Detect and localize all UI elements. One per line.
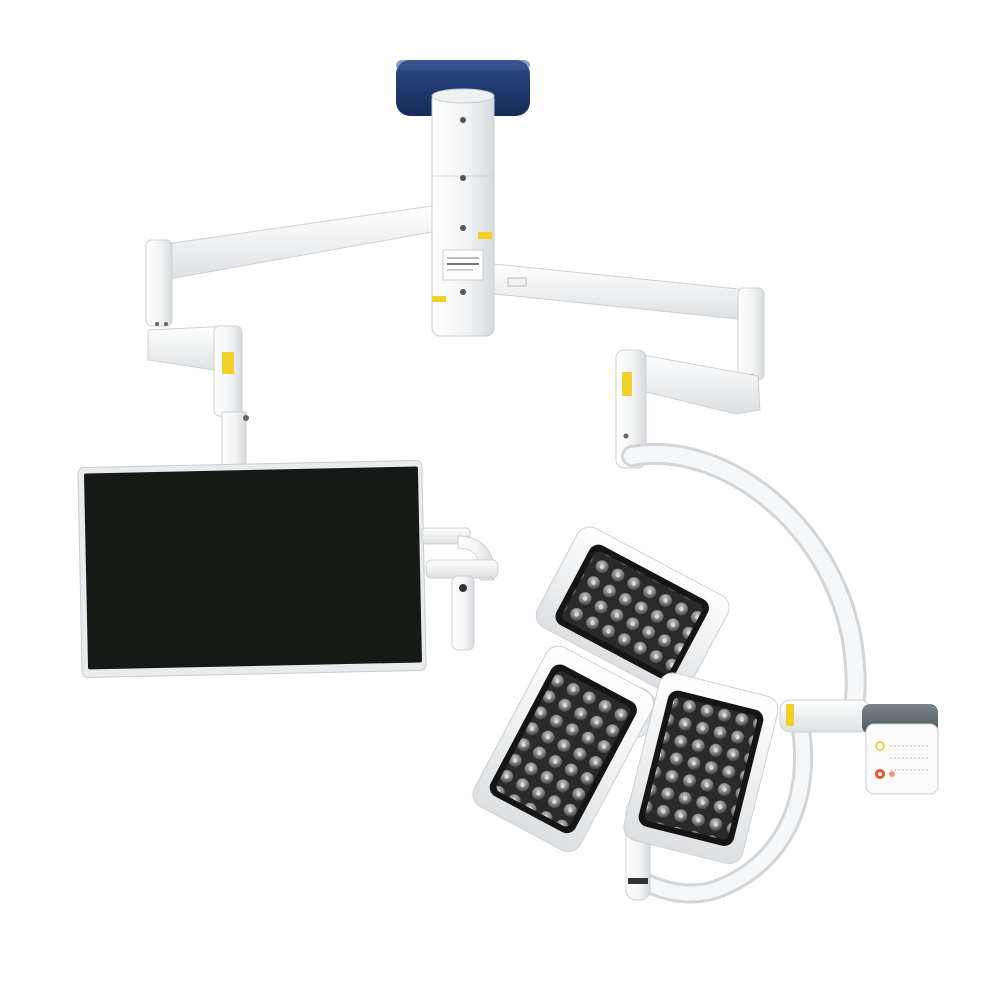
central-column xyxy=(431,88,495,337)
led-module-top xyxy=(535,526,730,697)
monitor-screen xyxy=(84,466,422,670)
warning-label xyxy=(222,352,234,374)
led-array xyxy=(645,697,757,840)
ceiling-mount xyxy=(396,60,530,116)
mode-icon[interactable] xyxy=(889,771,895,777)
warning-label xyxy=(478,232,492,239)
monitor-bracket xyxy=(421,527,499,651)
led-array xyxy=(562,551,703,674)
right-spring-arm xyxy=(615,349,761,469)
monitor xyxy=(77,460,427,678)
led-array xyxy=(496,671,631,827)
led-module-right xyxy=(623,672,779,864)
left-extension-arm xyxy=(145,205,433,327)
sun-logo-icon xyxy=(875,741,885,751)
control-panel[interactable] xyxy=(865,723,939,795)
power-icon[interactable] xyxy=(875,769,885,779)
warning-label xyxy=(622,372,632,396)
yoke-arm xyxy=(621,443,867,904)
led-module-left xyxy=(472,645,655,853)
warning-label xyxy=(432,296,446,302)
warning-label xyxy=(786,704,794,726)
left-spring-arm xyxy=(147,325,249,477)
right-extension-arm xyxy=(493,263,765,381)
